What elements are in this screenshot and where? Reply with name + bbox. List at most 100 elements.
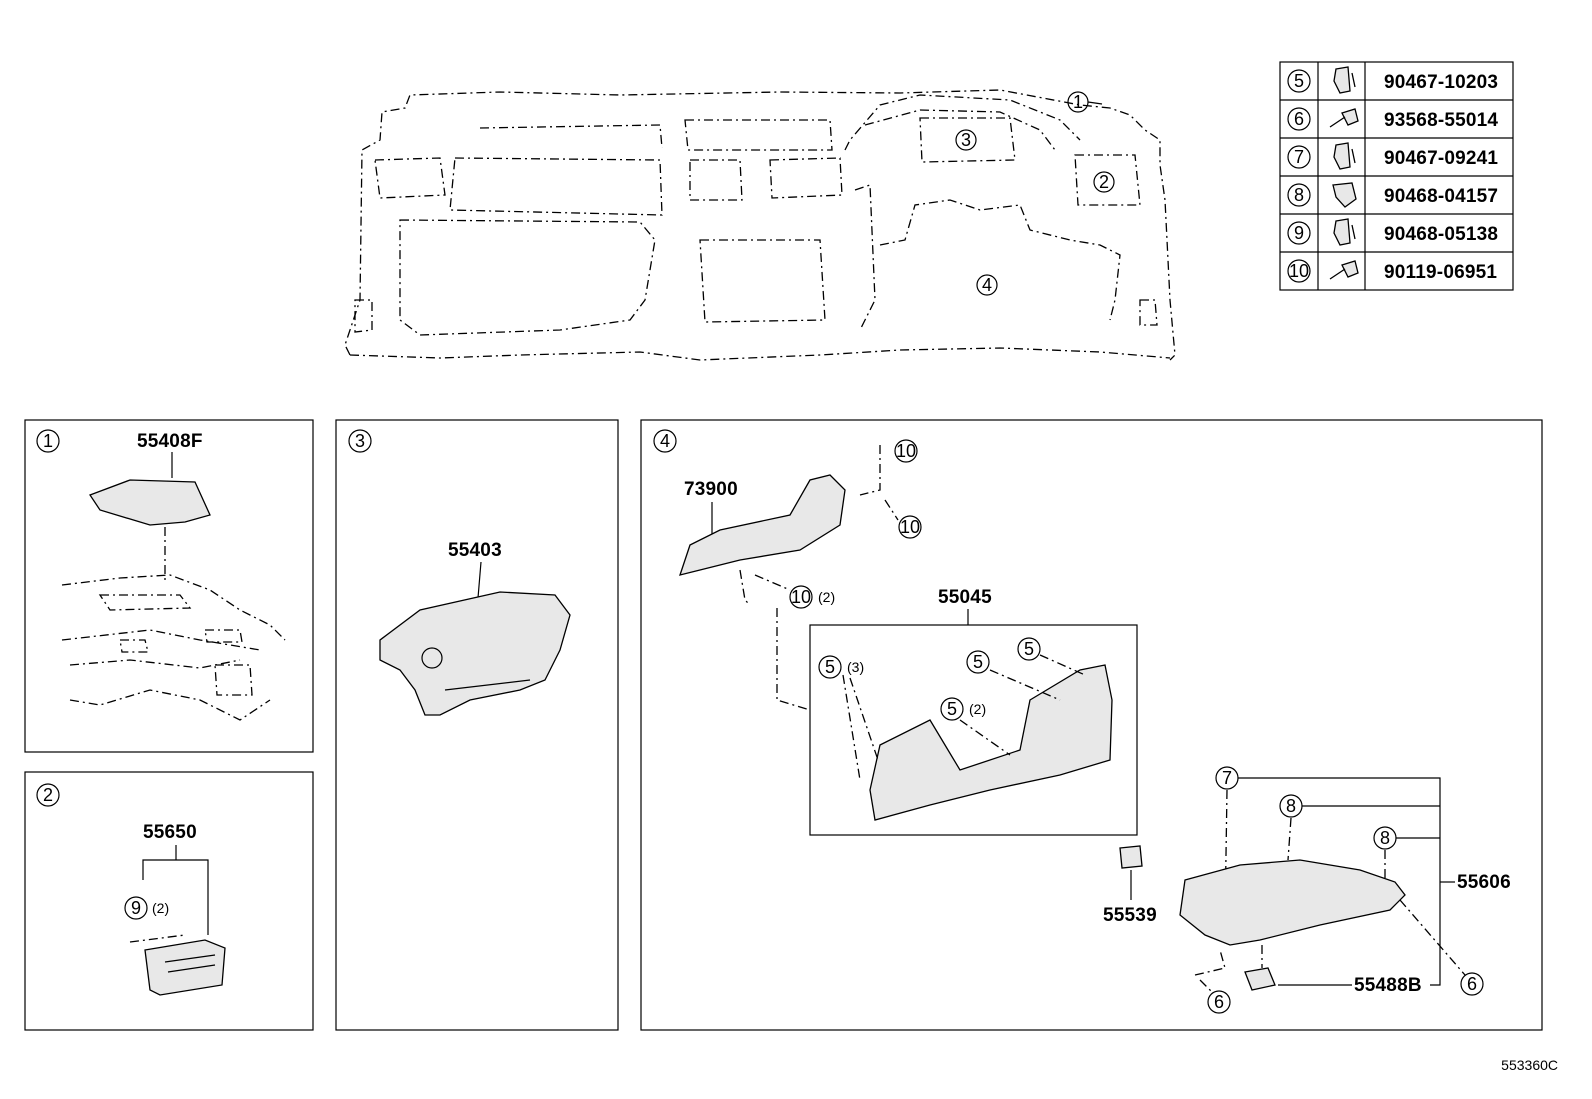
fastener-6b-ref: 6 [1214,992,1224,1012]
fastener-5a-badge [818,655,842,679]
fastener-5c-badge [1017,637,1041,661]
fastener-10b-badge [898,515,922,539]
panel-3-frame [335,419,619,1031]
panel-2-ref: 2 [43,785,53,805]
fastener-row: 7 90467-09241 [1287,142,1498,170]
callout-2-label: 2 [1099,172,1109,192]
panel-3-badge [348,429,372,453]
screw-icon [1329,108,1359,128]
fastener-ref-badge [1287,69,1311,93]
fastener-row: 8 90468-04157 [1287,182,1498,208]
fastener-5a-qty: (3) [847,659,864,675]
panel-2-badge [36,783,60,807]
fastener-part-no: 90467-10203 [1384,72,1498,93]
panel-3: 3 55403 [335,419,619,1031]
clamp-icon [1332,182,1357,208]
fastener-ref-badge [1287,145,1311,169]
fastener-rows: 5 90467-10203 6 93568-55014 7 90467-09241 8 904… [1287,66,1498,283]
overview-callouts: 1 2 3 4 [955,91,1115,296]
fastener-6a-ref: 6 [1467,974,1477,994]
fastener-ref: 6 [1294,109,1304,129]
cover-55488B-part [1244,967,1276,991]
part-55045-label: 55045 [938,587,992,608]
fastener-ref-badge [1287,259,1311,283]
fastener-5d-badge [940,697,964,721]
fastener-ref-badge [1287,183,1311,207]
callout-4-label: 4 [982,275,992,295]
fastener-10b-ref: 10 [900,517,920,537]
callout-2 [1093,171,1115,193]
callout-3-label: 3 [961,130,971,150]
fastener-ref-badge [1287,107,1311,131]
instrument-panel-overview [344,89,1176,361]
panel-4-frame [640,419,1543,1031]
fastener-part-no: 90467-09241 [1384,148,1498,169]
part-55488B-label: 55488B [1354,975,1422,996]
fastener-part-no: 90119-06951 [1384,262,1497,283]
panel-4: 4 73900 10 10 10 (2) 55045 5 (3) 5 5 5 (… [640,419,1543,1031]
fastener-ref-badge [1287,221,1311,245]
fastener-6b-badge [1207,990,1231,1014]
fastener-row: 5 90467-10203 [1287,66,1498,94]
fastener-ref: 7 [1294,147,1304,167]
fastener-row: 9 90468-05138 [1287,218,1498,246]
callout-4 [976,274,998,296]
fastener-table [1279,61,1514,291]
fastener-9-ref: 9 [131,898,141,918]
side-vent-part [144,939,226,996]
fastener-9-qty: (2) [152,900,169,916]
fastener-ref: 10 [1289,261,1309,281]
part-55539-label: 55539 [1103,905,1157,926]
fastener-part-no: 90468-04157 [1384,186,1498,207]
fastener-10c-qty: (2) [818,589,835,605]
part-55650-label: 55650 [143,822,197,843]
fastener-part-no: 93568-55014 [1384,110,1498,131]
lower-panel-part [869,664,1113,821]
callout-3 [955,129,977,151]
fastener-7-ref: 7 [1222,768,1232,788]
fastener-5d-qty: (2) [969,701,986,717]
clip-icon [1333,142,1356,170]
panel-4-ref: 4 [660,431,670,451]
fastener-5b-ref: 5 [973,652,983,672]
lower-panel-box [809,624,1138,836]
clip-icon [1333,66,1356,94]
fastener-part-no: 90468-05138 [1384,224,1498,245]
cluster-finish-panel-part [379,591,571,716]
diagram-code: 553360C [1501,1057,1558,1073]
clip-55539-part [1119,845,1143,869]
panel-1-cover-part [89,479,211,526]
panel-3-ref: 3 [355,431,365,451]
fastener-ref: 5 [1294,71,1304,91]
panel-2-frame [24,771,314,1031]
bolt-icon [1329,260,1359,280]
clip-icon [1333,218,1356,246]
glove-box-part [1179,859,1406,946]
fastener-5b-badge [966,650,990,674]
fastener-10a-ref: 10 [896,441,916,461]
fastener-row: 10 90119-06951 [1287,259,1497,283]
panel-2: 2 55650 9 (2) [24,771,314,1031]
panel-4-badge [653,429,677,453]
fastener-row: 6 93568-55014 [1287,107,1498,131]
panel-1-frame [24,419,314,753]
fastener-10a-badge [894,439,918,463]
fastener-8b-ref: 8 [1380,828,1390,848]
fastener-5a-ref: 5 [825,657,835,677]
part-73900-label: 73900 [684,479,738,500]
fastener-ref: 8 [1294,185,1304,205]
part-55403-label: 55403 [448,540,502,561]
fastener-9-badge [124,896,148,920]
panel-1-badge [36,429,60,453]
panel-1-ref: 1 [43,431,53,451]
part-55408F-label: 55408F [137,431,203,452]
fastener-10c-badge [789,585,813,609]
bracket-part [679,474,846,576]
fastener-ref: 9 [1294,223,1304,243]
fastener-5c-ref: 5 [1024,639,1034,659]
panel-1: 1 55408F [24,419,314,753]
fastener-6a-badge [1460,972,1484,996]
fastener-8a-ref: 8 [1286,796,1296,816]
fastener-5d-ref: 5 [947,699,957,719]
